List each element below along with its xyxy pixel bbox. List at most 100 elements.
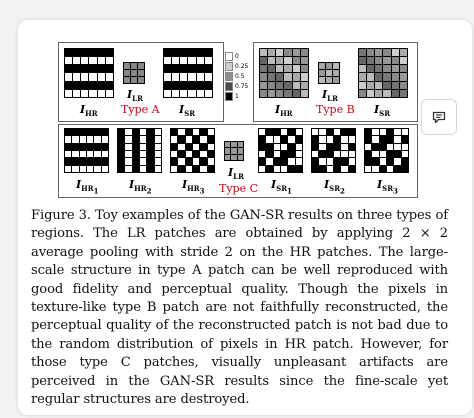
patch-pixel <box>154 129 161 136</box>
patch-pixel <box>367 49 375 57</box>
patch-pixel <box>87 129 94 136</box>
patch-pixel <box>65 129 72 136</box>
patch-pixel <box>399 57 407 65</box>
patch-pixel <box>259 151 266 158</box>
patch-pixel <box>178 129 185 136</box>
patch-pixel <box>178 158 185 165</box>
patch-pixel <box>399 89 407 97</box>
colorbar-tick: 1 <box>235 92 239 100</box>
patch-pixel <box>172 81 180 89</box>
label-c-sr1: ISR1 <box>271 178 292 196</box>
patch-pixel <box>196 81 204 89</box>
patch-pixel <box>383 73 391 81</box>
patch-pixel <box>73 57 81 65</box>
patch-pixel <box>281 165 288 172</box>
patch-pixel <box>295 136 302 143</box>
patch-pixel <box>312 151 319 158</box>
comment-button[interactable] <box>421 99 457 135</box>
patch-pixel <box>81 49 89 57</box>
patch-pixel <box>326 63 332 69</box>
patch-pixel <box>185 143 192 150</box>
patch-pixel <box>154 165 161 172</box>
patch-pixel <box>101 151 108 158</box>
patch-pixel <box>97 65 105 73</box>
patch-pixel <box>164 81 172 89</box>
patch-pixel <box>87 143 94 150</box>
patch-pixel <box>341 143 348 150</box>
patch-pixel <box>138 77 144 83</box>
patch-pixel <box>341 136 348 143</box>
label-c-sr3: ISR3 <box>377 178 398 196</box>
patch-pixel <box>204 73 212 81</box>
patch-pixel <box>383 57 391 65</box>
patch-pixel <box>273 158 280 165</box>
patch-pixel <box>281 151 288 158</box>
patch-pixel <box>391 57 399 65</box>
patch-pixel <box>81 89 89 97</box>
patch-pixel <box>172 65 180 73</box>
patch-pixel <box>375 49 383 57</box>
patch-pixel <box>97 89 105 97</box>
label-a-sr: ISR <box>179 103 196 119</box>
patch-pixel <box>171 136 178 143</box>
patch-pixel <box>154 136 161 143</box>
patch-pixel <box>359 89 367 97</box>
patch-pixel <box>281 129 288 136</box>
type-c-sr2-patch <box>311 128 356 173</box>
patch-pixel <box>300 49 308 57</box>
patch-pixel <box>348 151 355 158</box>
patch-pixel <box>399 73 407 81</box>
patch-pixel <box>348 165 355 172</box>
patch-pixel <box>118 151 125 158</box>
patch-pixel <box>334 158 341 165</box>
patch-pixel <box>73 73 81 81</box>
patch-pixel <box>125 158 132 165</box>
type-a-sr-patch <box>163 48 213 98</box>
patch-pixel <box>334 151 341 158</box>
patch-pixel <box>367 65 375 73</box>
patch-pixel <box>132 129 139 136</box>
patch-pixel <box>73 89 81 97</box>
patch-pixel <box>172 57 180 65</box>
type-c-hr2-patch <box>117 128 162 173</box>
comment-icon <box>432 111 446 124</box>
patch-pixel <box>185 165 192 172</box>
label-a-hr: IHR <box>80 103 98 119</box>
patch-pixel <box>132 136 139 143</box>
patch-pixel <box>399 65 407 73</box>
patch-pixel <box>365 151 372 158</box>
patch-pixel <box>401 158 408 165</box>
patch-pixel <box>268 73 276 81</box>
patch-pixel <box>225 142 231 148</box>
patch-pixel <box>341 151 348 158</box>
patch-pixel <box>266 136 273 143</box>
patch-pixel <box>89 65 97 73</box>
patch-pixel <box>132 151 139 158</box>
patch-pixel <box>387 158 394 165</box>
patch-pixel <box>105 49 113 57</box>
patch-pixel <box>188 81 196 89</box>
type-c-hr3-patch <box>170 128 215 173</box>
patch-pixel <box>154 143 161 150</box>
patch-pixel <box>268 89 276 97</box>
patch-pixel <box>154 151 161 158</box>
patch-pixel <box>101 158 108 165</box>
patch-pixel <box>367 73 375 81</box>
patch-pixel <box>288 151 295 158</box>
patch-pixel <box>288 165 295 172</box>
patch-pixel <box>105 73 113 81</box>
patch-pixel <box>266 143 273 150</box>
patch-pixel <box>132 158 139 165</box>
patch-pixel <box>97 73 105 81</box>
patch-pixel <box>260 49 268 57</box>
patch-pixel <box>164 65 172 73</box>
patch-pixel <box>105 65 113 73</box>
patch-pixel <box>204 89 212 97</box>
patch-pixel <box>94 143 101 150</box>
patch-pixel <box>65 143 72 150</box>
patch-pixel <box>87 158 94 165</box>
patch-pixel <box>334 129 341 136</box>
patch-pixel <box>391 73 399 81</box>
colorbar-tick: 0 <box>235 52 239 60</box>
patch-pixel <box>259 165 266 172</box>
